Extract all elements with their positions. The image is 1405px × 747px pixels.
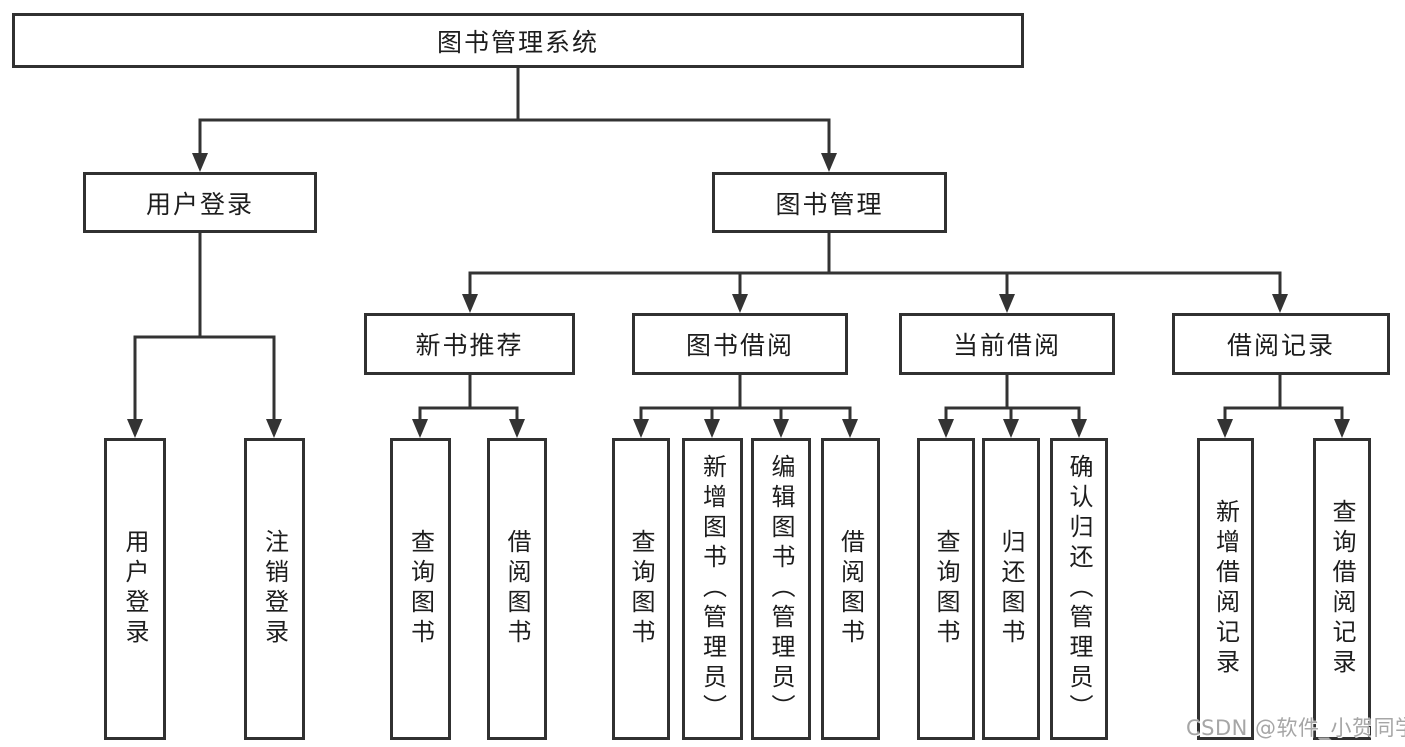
leaf-user-login-label: 用户登录 bbox=[121, 529, 149, 649]
leaf-query-book-1: 查询图书 bbox=[390, 438, 451, 740]
arrow-down-icon bbox=[412, 419, 428, 438]
leaf-logout-label: 注销登录 bbox=[260, 529, 289, 649]
leaf-borrow-book-1: 借阅图书 bbox=[487, 438, 547, 740]
connector-bookborrow-to-leaves bbox=[639, 373, 852, 422]
arrow-down-icon bbox=[192, 153, 208, 172]
leaf-return-book: 归还图书 bbox=[982, 438, 1040, 740]
leaf-edit-book-admin-label: 编辑图书（管理员） bbox=[767, 454, 795, 724]
leaf-query-book-2: 查询图书 bbox=[612, 438, 670, 740]
leaf-query-book-3-label: 查询图书 bbox=[932, 529, 960, 649]
leaf-edit-book-admin: 编辑图书（管理员） bbox=[751, 438, 811, 740]
node-book-management: 图书管理 bbox=[712, 172, 947, 233]
leaf-add-borrow-record-label: 新增借阅记录 bbox=[1211, 499, 1240, 679]
connector-root-to-level2 bbox=[198, 66, 831, 156]
leaf-query-borrow-record: 查询借阅记录 bbox=[1313, 438, 1371, 740]
leaf-query-book-3: 查询图书 bbox=[917, 438, 975, 740]
arrow-down-icon bbox=[821, 153, 837, 172]
leaf-confirm-return-admin: 确认归还（管理员） bbox=[1050, 438, 1108, 740]
node-user-login: 用户登录 bbox=[83, 172, 317, 233]
leaf-query-book-1-label: 查询图书 bbox=[406, 529, 435, 649]
node-borrow-record-label: 借阅记录 bbox=[1226, 331, 1335, 360]
connector-bookmgmt-to-level3 bbox=[468, 231, 1282, 297]
leaf-logout: 注销登录 bbox=[244, 438, 305, 740]
arrow-down-icon bbox=[842, 419, 858, 438]
node-new-book-recommend-label: 新书推荐 bbox=[415, 331, 524, 360]
arrowhead-icons bbox=[127, 153, 1350, 438]
node-current-borrow-label: 当前借阅 bbox=[952, 331, 1061, 360]
leaf-user-login: 用户登录 bbox=[104, 438, 166, 740]
leaf-borrow-book-2-label: 借阅图书 bbox=[836, 529, 865, 649]
node-root-label: 图书管理系统 bbox=[436, 27, 599, 57]
connector-borrowrecord-to-leaves bbox=[1223, 373, 1344, 422]
leaf-add-book-admin: 新增图书（管理员） bbox=[682, 438, 743, 740]
connector-lines bbox=[133, 66, 1344, 422]
leaf-confirm-return-admin-label: 确认归还（管理员） bbox=[1065, 454, 1093, 724]
leaf-borrow-book-2: 借阅图书 bbox=[821, 438, 880, 740]
leaf-add-borrow-record: 新增借阅记录 bbox=[1197, 438, 1254, 740]
arrow-down-icon bbox=[509, 419, 525, 438]
arrow-down-icon bbox=[1003, 419, 1019, 438]
arrow-down-icon bbox=[462, 294, 478, 313]
node-user-login-label: 用户登录 bbox=[145, 189, 254, 219]
arrow-down-icon bbox=[127, 419, 143, 438]
arrow-down-icon bbox=[938, 419, 954, 438]
arrow-down-icon bbox=[773, 419, 789, 438]
arrow-down-icon bbox=[1272, 294, 1288, 313]
leaf-return-book-label: 归还图书 bbox=[997, 529, 1025, 649]
arrow-down-icon bbox=[266, 419, 282, 438]
node-book-management-label: 图书管理 bbox=[775, 189, 884, 219]
arrow-down-icon bbox=[1217, 419, 1233, 438]
leaf-borrow-book-1-label: 借阅图书 bbox=[503, 529, 531, 649]
node-current-borrow: 当前借阅 bbox=[899, 313, 1115, 375]
leaf-add-book-admin-label: 新增图书（管理员） bbox=[698, 454, 727, 724]
arrow-down-icon bbox=[633, 419, 649, 438]
csdn-watermark: CSDN @软件_小贺同学 bbox=[1186, 716, 1405, 740]
leaf-query-book-2-label: 查询图书 bbox=[627, 529, 655, 649]
connector-newbook-to-leaves bbox=[418, 373, 519, 422]
arrow-down-icon bbox=[999, 294, 1015, 313]
node-root: 图书管理系统 bbox=[12, 13, 1024, 68]
arrow-down-icon bbox=[704, 419, 720, 438]
arrow-down-icon bbox=[1334, 419, 1350, 438]
arrow-down-icon bbox=[1071, 419, 1087, 438]
node-book-borrow: 图书借阅 bbox=[632, 313, 848, 375]
leaf-query-borrow-record-label: 查询借阅记录 bbox=[1328, 499, 1356, 679]
node-book-borrow-label: 图书借阅 bbox=[685, 331, 794, 360]
arrow-down-icon bbox=[732, 294, 748, 313]
node-new-book-recommend: 新书推荐 bbox=[364, 313, 575, 375]
connector-userlogin-to-leaves bbox=[133, 231, 276, 422]
node-borrow-record: 借阅记录 bbox=[1172, 313, 1390, 375]
connector-currentborrow-to-leaves bbox=[944, 373, 1081, 422]
